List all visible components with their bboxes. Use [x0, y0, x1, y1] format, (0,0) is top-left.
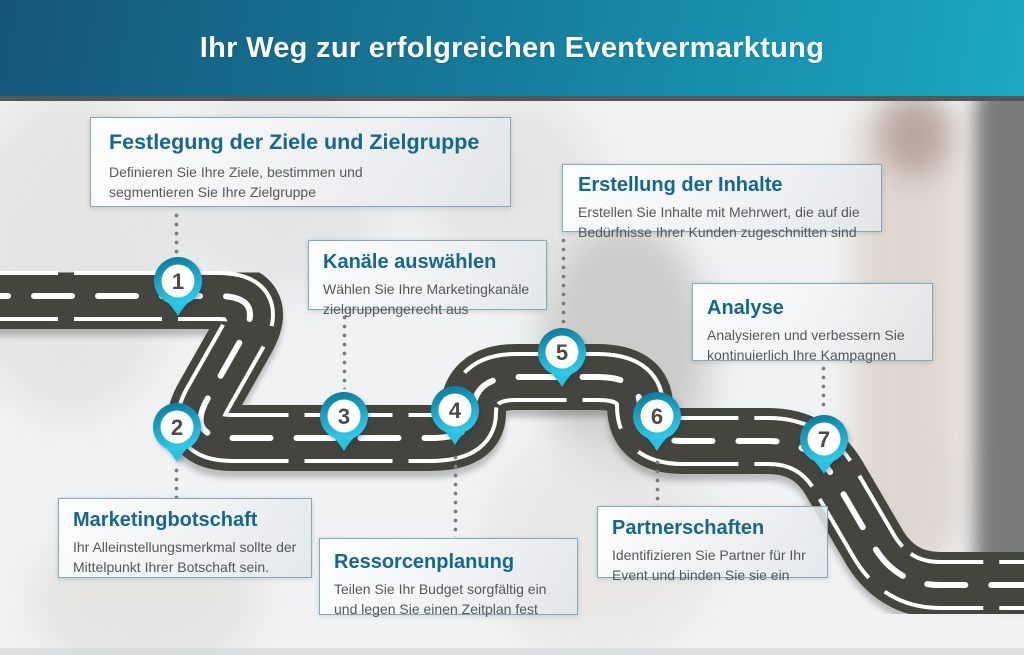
step-title: Ressorcenplanung: [334, 551, 515, 573]
step-card-3: Kanäle auswählen Wählen Sie Ihre Marketi…: [308, 240, 547, 317]
infographic-title: Ihr Weg zur erfolgreichen Eventvermarktu…: [199, 31, 825, 64]
step-description: Analysieren und verbessern Sie kontinuie…: [707, 327, 905, 364]
step-card-4: Ressorcenplanung Teilen Sie Ihr Budget s…: [319, 538, 578, 617]
connector-dotted-line: [174, 466, 179, 498]
pin-number: 6: [651, 404, 663, 429]
connector-dotted-line: [821, 364, 826, 410]
pin-number: 7: [818, 427, 830, 452]
road-center-dashes: [0, 293, 1024, 588]
step-description: Erstellen Sie Inhalte mit Mehrwert, die …: [578, 204, 860, 241]
step-pin-6: 6: [630, 391, 684, 455]
step-description: Teilen Sie Ihr Budget sorgfältig ein und…: [334, 581, 547, 618]
step-pin-7: 7: [797, 414, 851, 478]
location-pin-icon: 7: [800, 415, 848, 474]
step-card-1: Festlegung der Ziele und Zielgruppe Defi…: [90, 117, 511, 207]
step-description: Wählen Sie Ihre Marketingkanäle zielgrup…: [323, 281, 530, 318]
step-title: Analyse: [707, 297, 784, 319]
step-description: Definieren Sie Ihre Ziele, bestimmen und…: [109, 163, 363, 200]
connector-dotted-line: [342, 313, 347, 389]
pin-number: 5: [556, 340, 568, 365]
location-pin-icon: 1: [154, 257, 202, 316]
step-card-6: Partnerschaften Identifizieren Sie Partn…: [597, 506, 828, 583]
pin-number: 3: [338, 404, 350, 429]
pin-number: 1: [172, 269, 184, 294]
connector-dotted-line: [453, 453, 458, 537]
step-title: Marketingbotschaft: [73, 509, 258, 531]
location-pin-icon: 2: [153, 403, 201, 462]
connector-dotted-line: [174, 211, 179, 255]
connector-dotted-line: [561, 236, 566, 326]
step-pin-5: 5: [535, 327, 589, 391]
pin-number: 4: [449, 398, 462, 423]
header-banner: Ihr Weg zur erfolgreichen Eventvermarktu…: [0, 0, 1024, 96]
step-description: Ihr Alleinstellungsmerkmal sollte der Mi…: [73, 539, 297, 576]
location-pin-icon: 4: [431, 386, 479, 445]
connector-dotted-line: [655, 458, 660, 506]
step-title: Kanäle auswählen: [323, 251, 497, 273]
location-pin-icon: 5: [538, 328, 586, 387]
step-title: Erstellung der Inhalte: [578, 174, 783, 196]
step-pin-4: 4: [428, 385, 482, 449]
step-card-2: Marketingbotschaft Ihr Alleinstellungsme…: [58, 498, 312, 578]
header-divider: [0, 96, 1024, 101]
step-card-5: Erstellung der Inhalte Erstellen Sie Inh…: [562, 164, 882, 240]
location-pin-icon: 6: [633, 392, 681, 451]
step-description: Identifizieren Sie Partner für Ihr Event…: [612, 547, 806, 584]
pin-number: 2: [171, 415, 183, 440]
bottom-edge-strip: [0, 648, 1024, 655]
location-pin-icon: 3: [320, 392, 368, 451]
step-pin-2: 2: [150, 402, 204, 466]
step-pin-1: 1: [151, 256, 205, 320]
step-pin-3: 3: [317, 391, 371, 455]
step-title: Partnerschaften: [612, 517, 765, 539]
step-title: Festlegung der Ziele und Zielgruppe: [109, 130, 480, 154]
step-card-7: Analyse Analysieren und verbessern Sie k…: [692, 283, 933, 363]
